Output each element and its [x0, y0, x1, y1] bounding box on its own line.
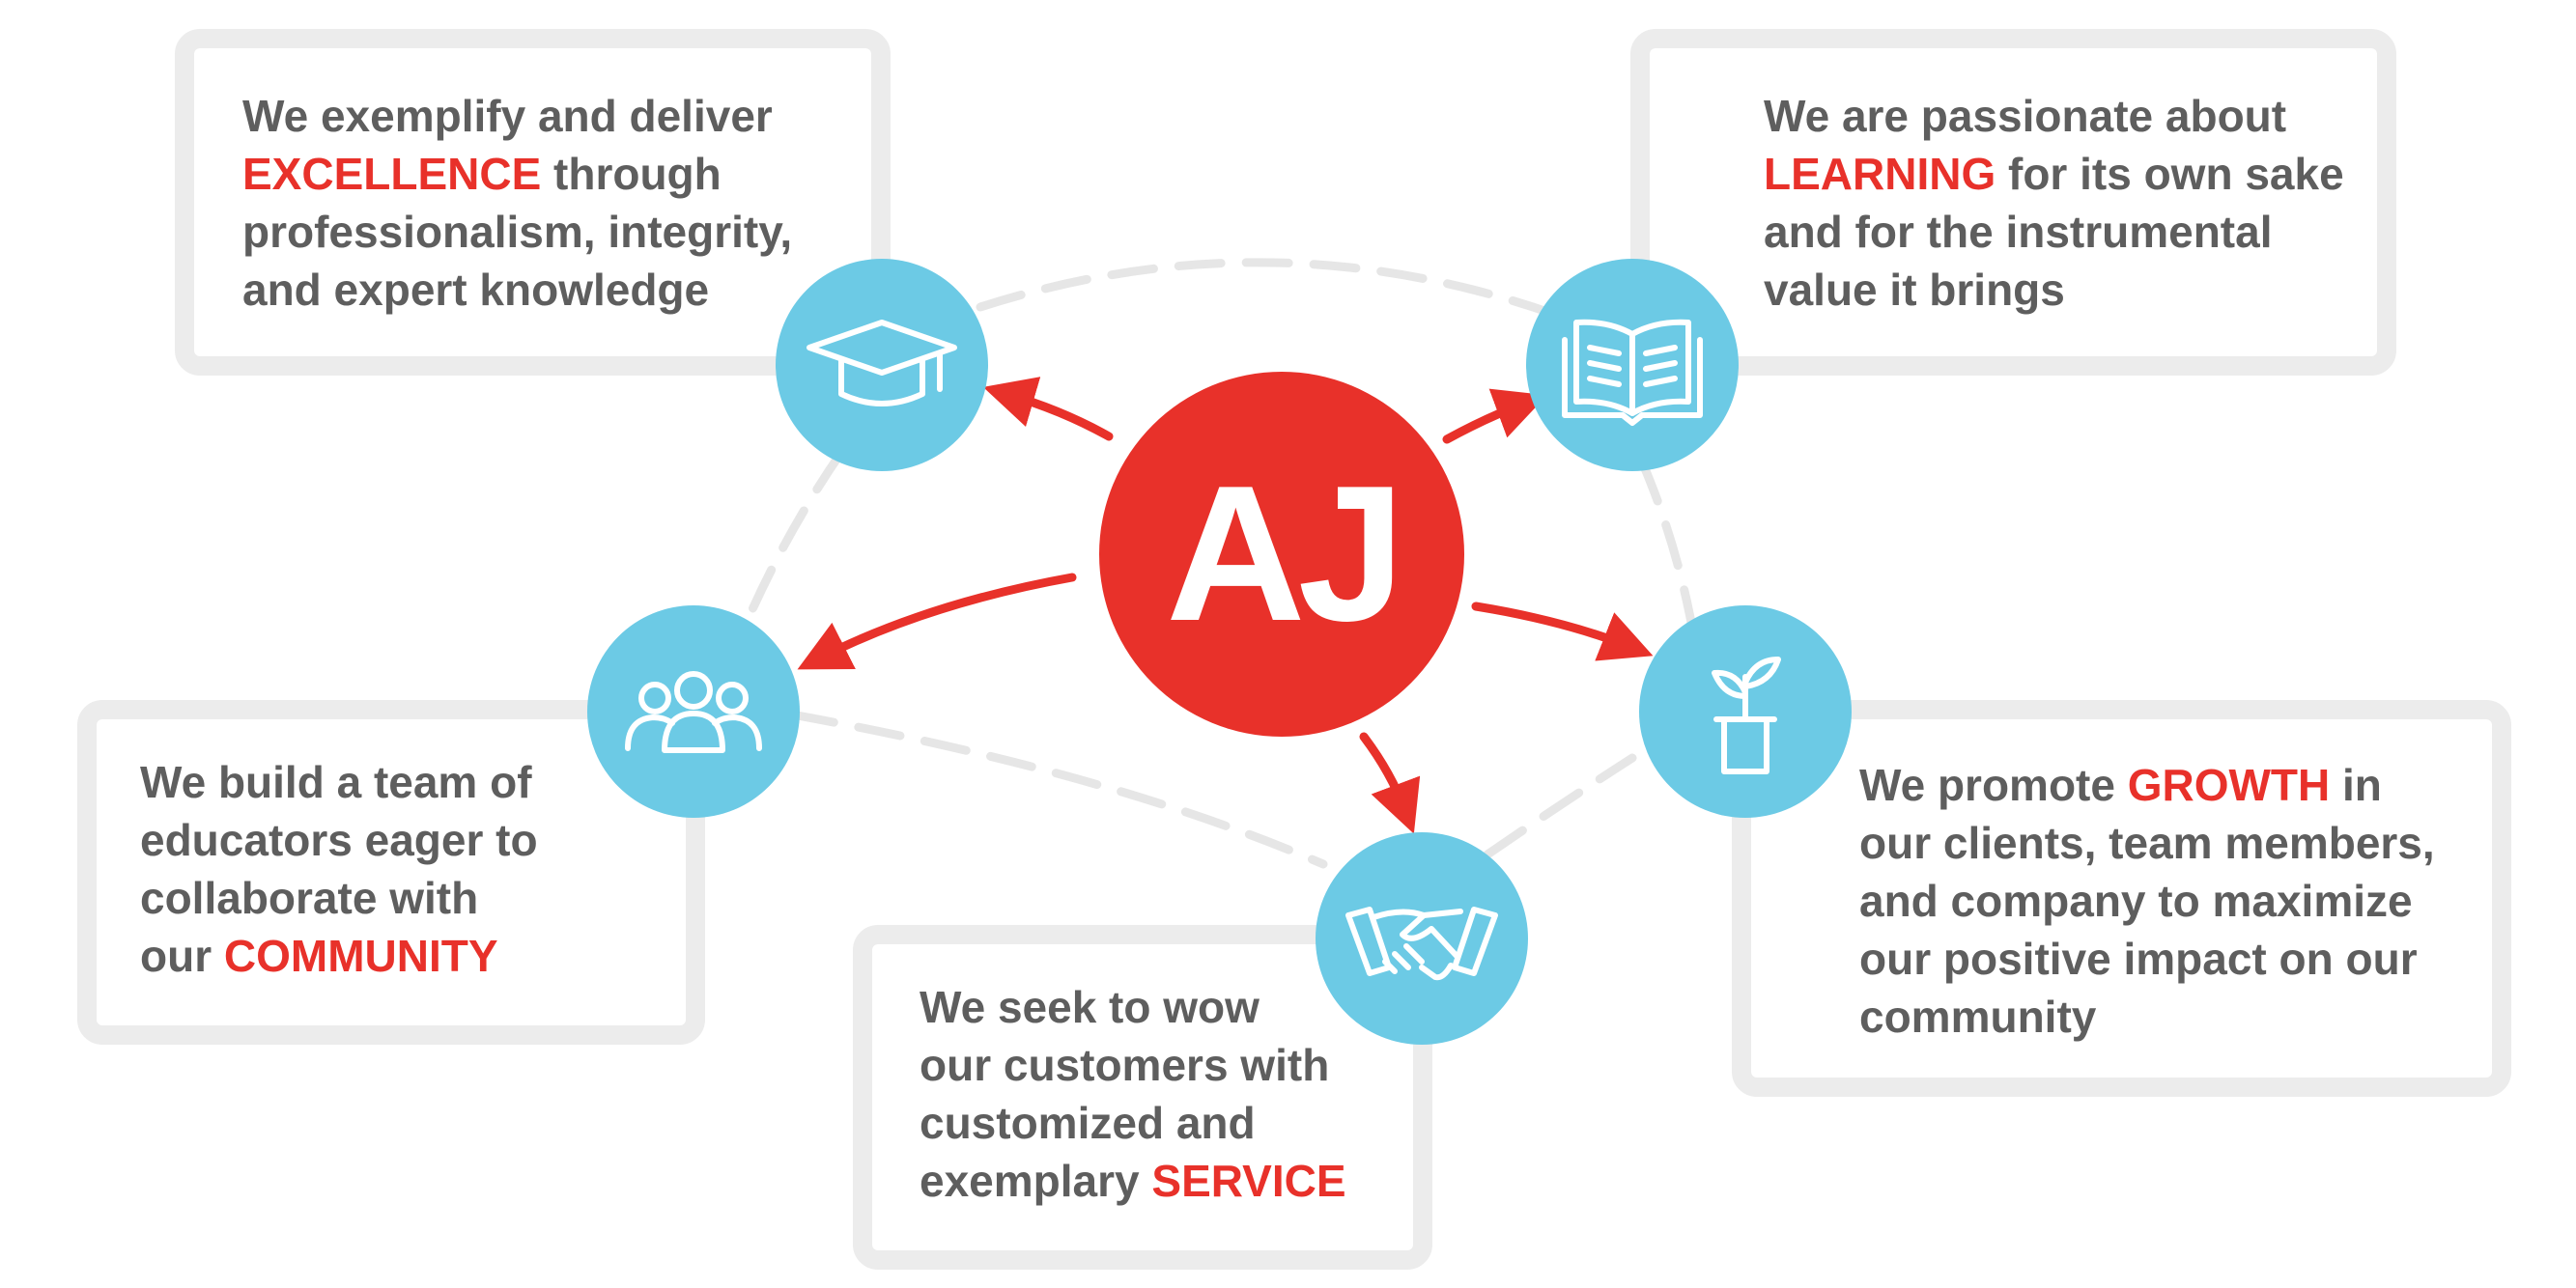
aj-logo-circle: AJ [1099, 372, 1464, 737]
aj-logo-label: AJ [1166, 446, 1405, 661]
growth-keyword: GROWTH [2127, 760, 2331, 810]
dashed-arc-right-upper [1637, 457, 1697, 632]
dashed-arc-top [976, 258, 1571, 323]
team-icon [587, 605, 800, 818]
sprout-pot-icon [1639, 605, 1852, 818]
dashed-arc-bottom-left [787, 710, 1328, 869]
growth-card [1732, 700, 2511, 1097]
graduation-cap-icon [776, 259, 988, 471]
arrow-to-service [1359, 732, 1421, 834]
arrow-to-community [797, 573, 1077, 670]
service-keyword: SERVICE [1151, 1156, 1346, 1206]
community-keyword: COMMUNITY [223, 931, 498, 981]
dashed-arc-bottom-right [1483, 753, 1637, 859]
excellence-card [175, 29, 891, 376]
excellence-keyword: EXCELLENCE [242, 149, 542, 199]
open-book-icon [1526, 259, 1739, 471]
handshake-icon [1316, 832, 1528, 1045]
dashed-arc-left-upper [744, 449, 845, 623]
arrow-to-learning [1442, 388, 1547, 444]
arrow-to-excellence [982, 377, 1114, 441]
learning-keyword: LEARNING [1764, 149, 1996, 199]
arrow-to-growth [1471, 602, 1654, 661]
